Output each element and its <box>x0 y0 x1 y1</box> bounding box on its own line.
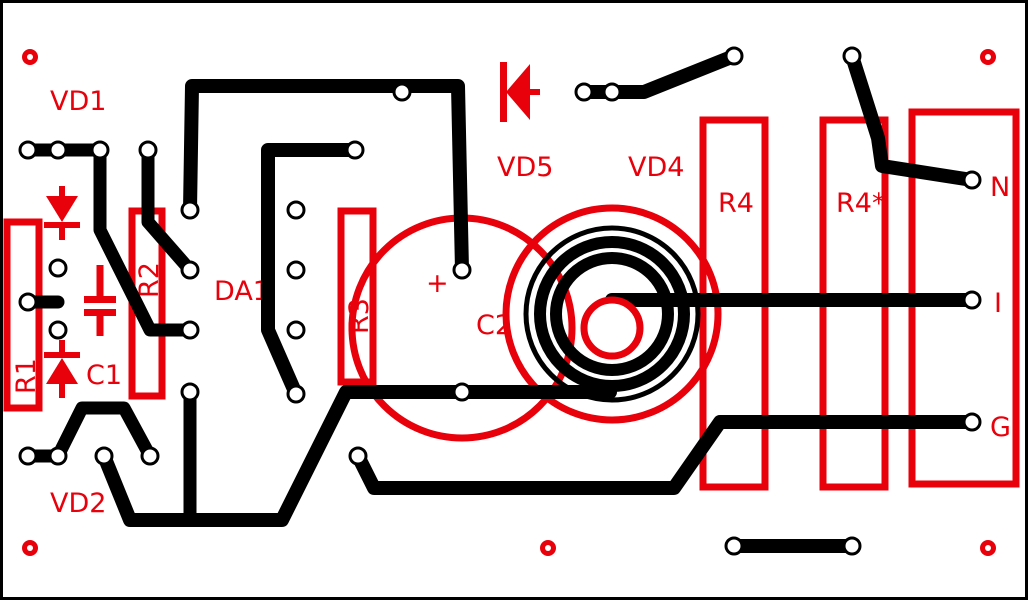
vd1-diode-symbol <box>44 186 80 240</box>
trace-terminal-n <box>845 49 979 187</box>
pad-jumper-right <box>842 536 862 556</box>
r1-outline <box>3 218 43 412</box>
pad-vd4-jumper <box>724 46 744 66</box>
label-r2: R2 <box>134 262 165 298</box>
copper-layer <box>21 49 979 553</box>
label-terminal-g: G <box>990 412 1011 443</box>
mounting-hole-bottom-right <box>980 540 996 556</box>
label-vd1: VD1 <box>50 86 106 117</box>
label-vd2: VD2 <box>50 488 106 519</box>
pad-r4-star-top <box>842 46 862 66</box>
pad-vd2-c <box>94 446 114 466</box>
pad-da1-3 <box>180 320 200 340</box>
pad-c1-a <box>48 258 68 278</box>
trace-r2-da1 <box>141 143 197 277</box>
label-r1: R1 <box>11 358 42 394</box>
vd5-diode-symbol <box>500 62 540 122</box>
pad-terminal-i <box>962 290 982 310</box>
pad-da1-4 <box>180 382 200 402</box>
pad-vd2-d <box>140 446 160 466</box>
pads <box>18 46 982 556</box>
label-vd4: VD4 <box>628 152 684 183</box>
pad-vd1-b <box>48 140 68 160</box>
pad-da1-5 <box>286 200 306 220</box>
vd4-outer-outline <box>502 204 722 424</box>
label-c1: C1 <box>86 360 122 391</box>
pad-c2-plus <box>452 260 472 280</box>
pad-vd1-a <box>18 140 38 160</box>
pad-terminal-n <box>962 170 982 190</box>
vd2-diode-symbol <box>44 340 80 398</box>
label-c2-plus: + <box>426 268 449 299</box>
mounting-hole-bottom-mid <box>540 540 556 556</box>
mounting-hole-top-right <box>980 49 996 65</box>
pad-da1-top <box>345 140 365 160</box>
pad-jumper-left <box>724 536 744 556</box>
pad-vd5-a <box>574 82 594 102</box>
label-vd5: VD5 <box>497 152 553 183</box>
c1-symbol <box>84 265 116 336</box>
label-terminal-i: I <box>994 288 1002 319</box>
pad-c1-b <box>48 320 68 340</box>
pad-da1-7 <box>286 320 306 340</box>
label-r4: R4 <box>718 188 754 219</box>
pad-da1-2 <box>180 260 200 280</box>
pad-da1-1 <box>180 200 200 220</box>
trace-ground <box>351 415 979 495</box>
pad-vd2-a <box>18 446 38 466</box>
mounting-holes <box>22 49 996 556</box>
silkscreen-layer: VD1 VD2 VD4 VD5 C1 C2 + DA1 R4 R4* N I G… <box>3 49 1020 556</box>
label-terminal-n: N <box>990 172 1010 203</box>
vd4-copper-ring <box>523 225 701 403</box>
pad-top-bus <box>392 82 412 102</box>
trace-bottom-bus <box>97 385 617 527</box>
trace-vd4-top <box>577 49 741 99</box>
label-da1: DA1 <box>214 276 270 307</box>
pad-r1-mid <box>18 292 38 312</box>
pad-vd1-c <box>90 140 110 160</box>
mounting-hole-top-left <box>22 49 38 65</box>
pad-c2-minus <box>452 382 472 402</box>
label-r4-star: R4* <box>836 188 885 219</box>
pad-vd5-b <box>602 82 622 102</box>
pad-terminal-g <box>962 412 982 432</box>
label-r3: R3 <box>344 298 375 334</box>
pad-da1-8 <box>286 384 306 404</box>
trace-vd1-to-da1 <box>93 143 197 337</box>
trace-da1-loop <box>261 143 362 401</box>
trace-vd2 <box>21 401 157 463</box>
pad-r2-top <box>138 140 158 160</box>
trace-top-bus <box>183 79 469 277</box>
pad-da1-6 <box>286 260 306 280</box>
vd4-centre-pad <box>580 296 644 360</box>
label-c2: C2 <box>476 310 512 341</box>
pad-vd2-b <box>48 446 68 466</box>
mounting-hole-bottom-left <box>22 540 38 556</box>
r3-outline <box>337 207 377 386</box>
pad-r3-bottom <box>348 446 368 466</box>
vd4-copper-ring-core <box>550 252 674 376</box>
